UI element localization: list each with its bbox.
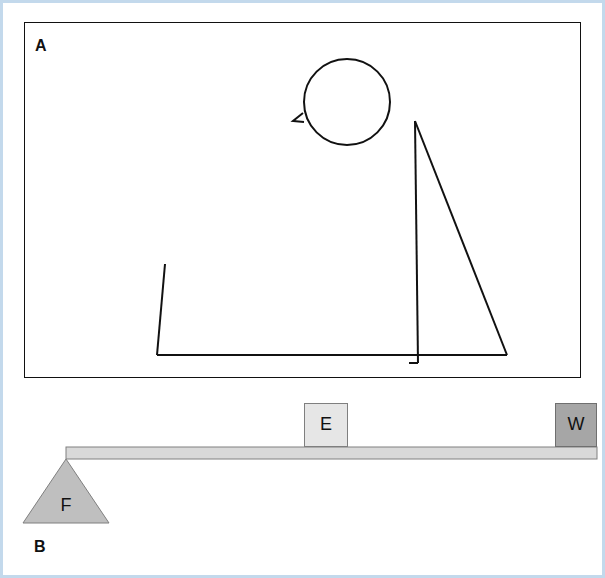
panel-box: A [24, 22, 581, 378]
nose [293, 113, 304, 122]
effort-box: E [304, 403, 348, 447]
base-line [157, 354, 507, 356]
slope-line [415, 121, 507, 355]
head-figure [157, 59, 507, 363]
panel-letter: A [35, 37, 580, 55]
panel-letter: B [34, 538, 46, 556]
tick [409, 362, 418, 364]
part-letter: F [61, 496, 72, 516]
left-line [157, 264, 165, 355]
lever-beam [66, 447, 597, 459]
fulcrum-shape [23, 459, 109, 523]
head-circle [304, 59, 390, 145]
neck-line [415, 121, 418, 363]
fulcrum-triangle: F [22, 458, 110, 524]
part-letter: E [320, 415, 332, 435]
part-letter: W [568, 415, 585, 435]
weight-box: W [555, 403, 597, 447]
